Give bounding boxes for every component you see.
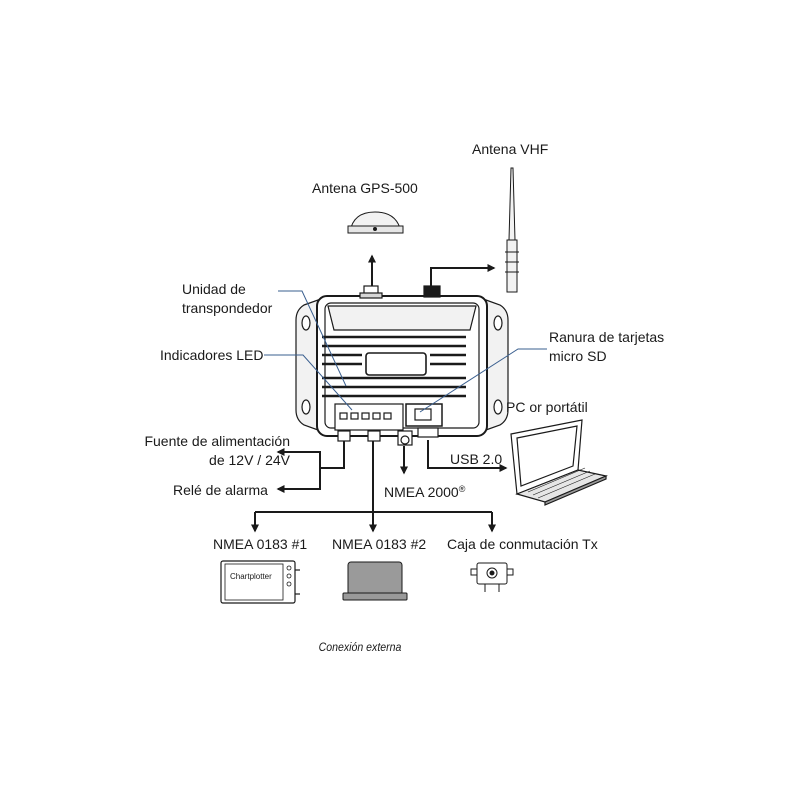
transponder-unit-label: Unidad de transpondedor [182,280,272,318]
nmea0183-1-label: NMEA 0183 #1 [213,536,308,552]
chartplotter-icon: Chartplotter [220,560,300,604]
nmea2000-label: NMEA 2000® [384,484,466,500]
transponder-unit-label-line-2: transpondedor [182,300,273,316]
sd-slot-label: Ranura de tarjetas micro SD [549,328,664,366]
gps-antenna-label: Antena GPS-500 [312,180,418,196]
transponder-unit [295,285,509,446]
chartplotter-screen-label: Chartplotter [230,572,272,581]
gps-antenna-icon [347,211,404,234]
sd-slot-label-line-1: Ranura de tarjetas [549,329,665,345]
nmea-0183-2-device-icon [342,561,408,601]
transponder-unit-label-line-1: Unidad de [182,281,246,297]
led-indicators-label: Indicadores LED [160,347,264,363]
power-supply-label-line-2: de 12V / 24V [209,452,290,468]
nmea0183-2-label: NMEA 0183 #2 [332,536,427,552]
diagram-caption: Conexión externa [318,640,402,654]
vhf-antenna-label: Antena VHF [472,141,549,157]
tx-switch-label: Caja de conmutación Tx [447,536,598,552]
leader-lines [264,290,547,413]
pc-label: PC or portátil [506,399,588,415]
usb-label: USB 2.0 [450,451,503,467]
laptop-icon [510,419,608,506]
sd-slot-label-line-2: micro SD [549,348,607,364]
bottom-connections [251,440,508,533]
vhf-connection-arrow [430,264,496,290]
power-supply-label-line-1: Fuente de alimentación [144,433,290,449]
alarm-relay-label: Relé de alarma [173,482,268,498]
tx-switch-box-icon [470,562,514,592]
power-supply-label: Fuente de alimentación de 12V / 24V [130,432,290,470]
vhf-antenna-icon [505,167,519,293]
